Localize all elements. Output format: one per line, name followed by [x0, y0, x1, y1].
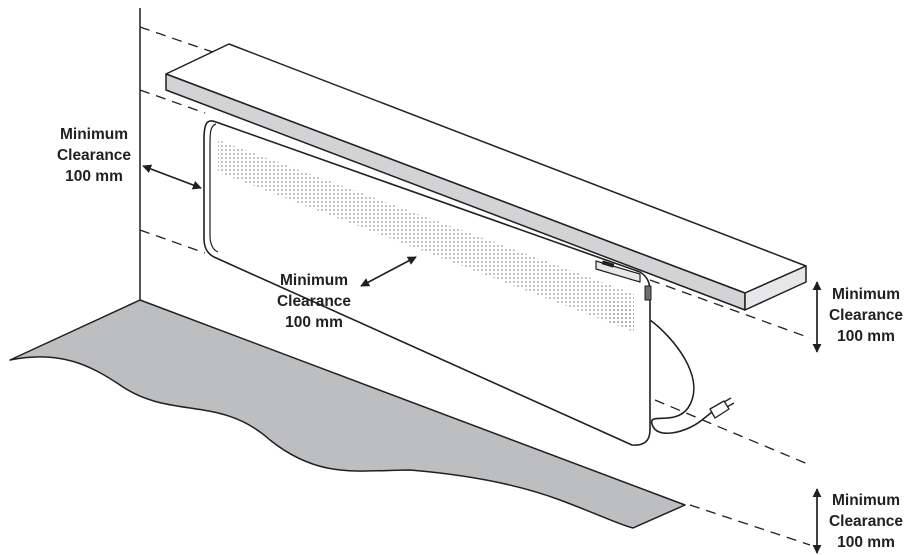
floor-clearance-line-3: 100 mm [837, 534, 895, 551]
front-clearance-arrow [360, 256, 417, 287]
wall-clearance-line-2: Clearance [56, 147, 132, 164]
shelf-end-edge [744, 265, 807, 311]
side-switch [644, 285, 652, 301]
front-clearance-label: Minimum Clearance 100 mm [256, 270, 372, 333]
heater-inner-edge [209, 123, 219, 253]
floor-clearance-line-1: Minimum [831, 492, 901, 509]
control-display [601, 260, 615, 268]
clearance-guide-lines [139, 26, 811, 546]
control-panel [595, 260, 641, 283]
floor-clearance-label: Minimum Clearance 100 mm [808, 490, 917, 553]
heater-grille [218, 140, 634, 332]
floor-surface [9, 299, 686, 529]
wall-clearance-line-3: 100 mm [65, 168, 123, 185]
heater-grille-lower [610, 300, 634, 330]
shelf-clearance-label: Minimum Clearance 100 mm [808, 284, 917, 347]
wall-clearance-arrow [142, 164, 202, 190]
front-clearance-line-3: 100 mm [285, 314, 343, 331]
wall-clearance-line-1: Minimum [59, 126, 129, 143]
clearance-arrows [142, 164, 822, 554]
panel-heater [203, 120, 735, 446]
plug [709, 397, 735, 419]
front-clearance-line-2: Clearance [276, 293, 352, 310]
floor-clearance-line-2: Clearance [828, 513, 904, 530]
front-clearance-line-1: Minimum [279, 272, 349, 289]
shelf [165, 43, 807, 311]
shelf-clearance-line-3: 100 mm [837, 328, 895, 345]
power-cord [649, 319, 713, 434]
wall-clearance-label: Minimum Clearance 100 mm [36, 124, 152, 187]
shelf-clearance-line-2: Clearance [828, 307, 904, 324]
shelf-clearance-line-1: Minimum [831, 286, 901, 303]
